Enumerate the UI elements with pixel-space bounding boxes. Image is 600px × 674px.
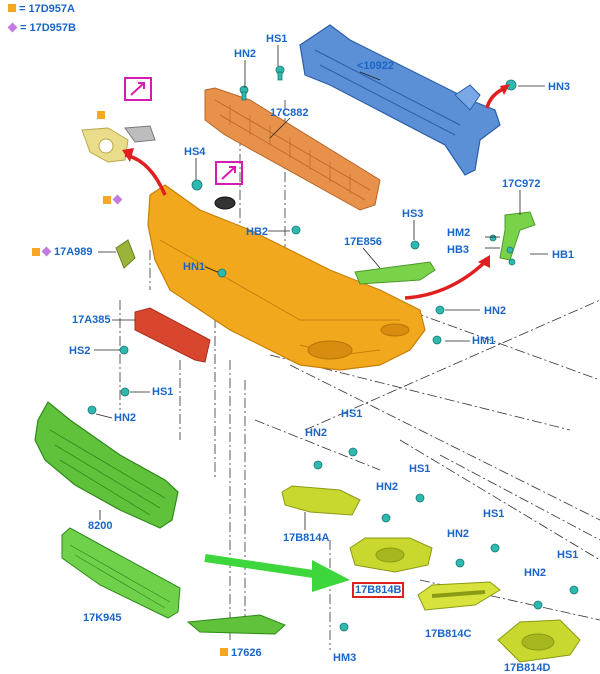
- label-17b814b-highlighted: 17B814B: [352, 582, 405, 598]
- label-8200: 8200: [88, 520, 113, 532]
- label-hb3: HB3: [447, 244, 470, 256]
- label-17a385: 17A385: [72, 314, 111, 326]
- label-hs1: HS1: [557, 549, 579, 561]
- label-hm2: HM2: [447, 227, 471, 239]
- lower-lip-17626: [186, 614, 286, 635]
- label-17626: 17626: [231, 647, 262, 659]
- label-17c882: 17C882: [270, 107, 309, 119]
- label-hs4: HS4: [184, 146, 206, 158]
- label-hn2: HN2: [484, 305, 507, 317]
- parking-sensor-bracket: [81, 125, 156, 163]
- label-hn2: HN2: [376, 481, 399, 493]
- label-hn2: HN2: [234, 48, 257, 60]
- label-hs1: HS1: [152, 386, 174, 398]
- green-pointer-arrow: [204, 554, 350, 592]
- label-hb1: HB1: [552, 249, 575, 261]
- label-hs3: HS3: [402, 208, 424, 220]
- lower-grille-17k945: [61, 527, 181, 619]
- energy-absorber-17c882: [204, 87, 381, 211]
- bumper-reinforcement-10922: [299, 24, 501, 176]
- part-markers: [32, 111, 228, 656]
- label-hn2: HN2: [114, 412, 137, 424]
- tow-hook-cover-17a989: [115, 239, 136, 269]
- label-17b814d: 17B814D: [504, 662, 551, 674]
- label-17b814a: 17B814A: [283, 532, 330, 544]
- label-17a989: 17A989: [54, 246, 93, 258]
- label-hs1: HS1: [483, 508, 505, 520]
- legend-item-17d957a: = 17D957A: [8, 3, 75, 15]
- fasteners: [87, 65, 579, 632]
- label-leaders: [94, 45, 548, 530]
- red-arrowheads: [122, 84, 510, 268]
- fog-bezel-17b814b: [349, 537, 433, 573]
- label-hn2: HN2: [524, 567, 547, 579]
- diamond-marker-icon: [7, 22, 18, 33]
- label-hn3: HN3: [548, 81, 571, 93]
- label-hn1: HN1: [183, 261, 206, 273]
- bumper-cover: [147, 184, 426, 371]
- label-17b814c: 17B814C: [425, 628, 472, 640]
- legend-text: = 17D957B: [20, 22, 76, 34]
- side-bracket-17e856: [354, 261, 436, 285]
- assembly-leader-lines: [119, 100, 600, 650]
- label-hs1: HS1: [409, 463, 431, 475]
- label-hm1: HM1: [472, 335, 496, 347]
- legend-item-17d957b: = 17D957B: [7, 22, 76, 34]
- fog-bezel-17b814a: [281, 485, 361, 516]
- label-hn2: HN2: [305, 427, 328, 439]
- fog-bezel-17b814c: [417, 581, 501, 611]
- label-hm3: HM3: [333, 652, 357, 664]
- magenta-callout-icons: [124, 77, 243, 185]
- label-hs1: HS1: [341, 408, 363, 420]
- label-17c972: 17C972: [502, 178, 541, 190]
- label-hn2: HN2: [447, 528, 470, 540]
- sensor-bracket-17c972: [499, 211, 536, 261]
- label-17k945: 17K945: [83, 612, 122, 624]
- label-hb2: HB2: [246, 226, 269, 238]
- label-17e856: 17E856: [344, 236, 382, 248]
- label-hs1: HS1: [266, 33, 288, 45]
- label-hs2: HS2: [69, 345, 91, 357]
- label-10922: <10922: [357, 60, 395, 72]
- emblem-badge: [214, 196, 236, 210]
- lower-strip-17a385: [134, 307, 211, 363]
- grille-8200: [34, 401, 179, 529]
- fog-bezel-17b814d: [497, 619, 581, 663]
- square-marker-icon: [8, 4, 16, 12]
- legend-text: = 17D957A: [19, 3, 75, 15]
